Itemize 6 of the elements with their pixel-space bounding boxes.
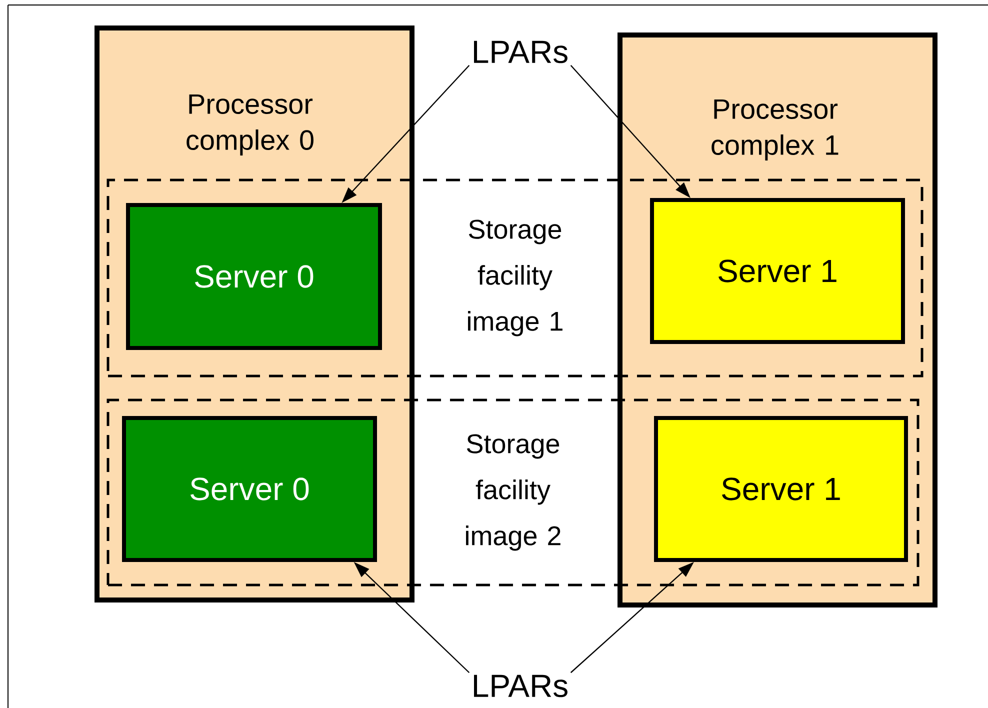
server-box: Server 1 <box>654 416 908 562</box>
server-box: Server 1 <box>650 198 905 344</box>
callout-label: LPARs <box>474 674 568 698</box>
server-box: Server 0 <box>122 416 377 562</box>
callout-label: LPARs <box>474 40 568 64</box>
server-box: Server 0 <box>126 203 382 350</box>
